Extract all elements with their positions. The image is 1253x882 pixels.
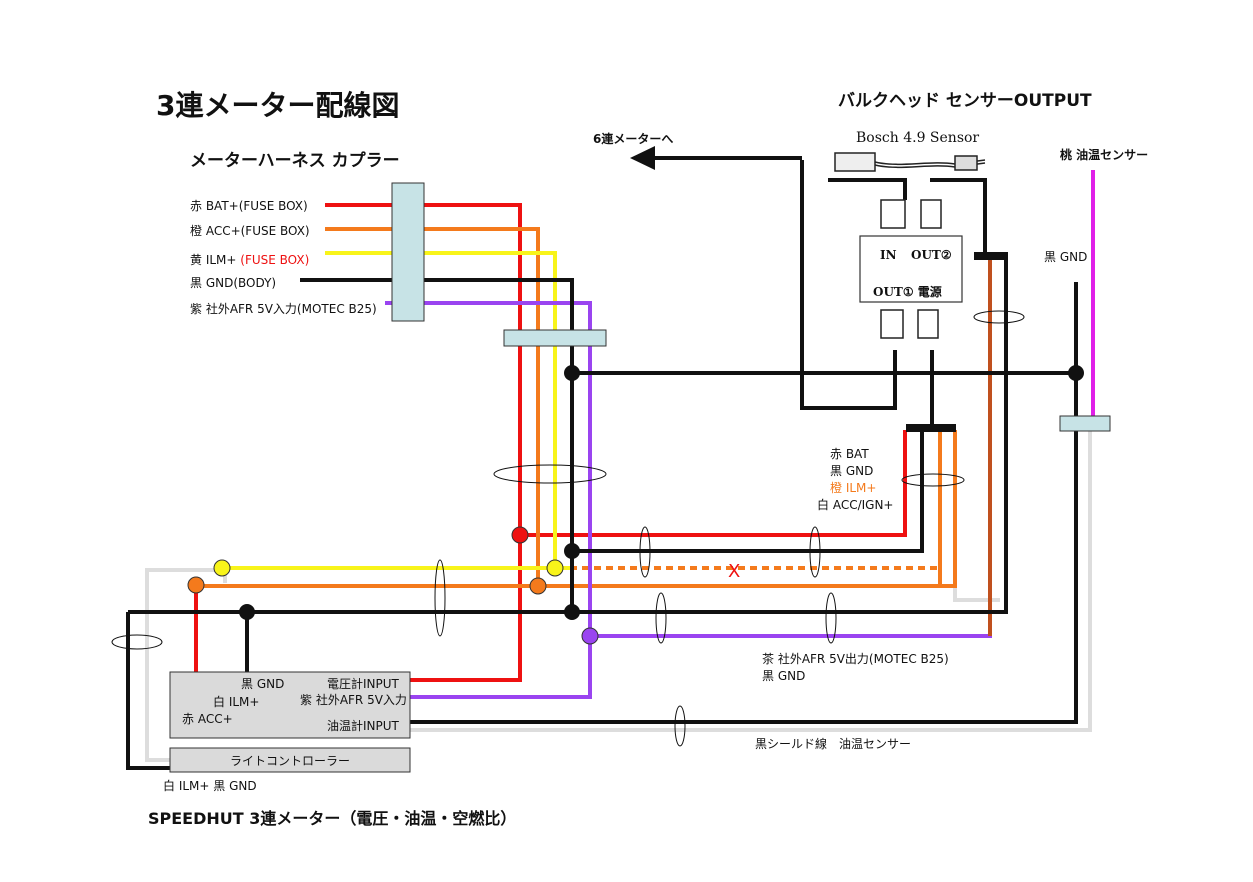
junction-dot	[564, 604, 580, 620]
bulkhead-title: バルクヘッド センサーOUTPUT	[838, 91, 1092, 111]
junction-dot	[529, 577, 547, 595]
junction-dots	[187, 365, 1084, 645]
harness-wire-label: 紫 社外AFR 5V入力(MOTEC B25)	[190, 302, 377, 316]
x-mark: X	[728, 561, 741, 582]
black-gnd-right-label: 黒 GND	[1044, 250, 1088, 264]
controller-out2-label: OUT②	[911, 248, 952, 262]
junction-dot	[511, 526, 529, 544]
oil-sensor-connector	[1059, 415, 1111, 432]
meter-gnd-label: 黒 GND	[241, 677, 285, 691]
harness-wire-label: 橙 ACC+(FUSE BOX)	[190, 224, 310, 238]
out1-wire-label: 赤 BAT	[830, 447, 869, 461]
light-controller-label: ライトコントローラー	[230, 754, 351, 768]
junction-dot	[213, 559, 231, 577]
junction-dot	[1068, 365, 1084, 381]
out1-wire-label: 黒 GND	[830, 464, 874, 478]
meter-acc-label: 赤 ACC+	[182, 712, 233, 726]
oil-input-label: 油温計INPUT	[327, 719, 399, 733]
junction-dot	[187, 576, 205, 594]
meter-ilm-label: 白 ILM+	[213, 695, 260, 709]
light-controller-box	[169, 747, 411, 773]
junction-dot	[581, 627, 599, 645]
out1-wire-label: 橙 ILM+	[830, 481, 877, 495]
junction-dot	[546, 559, 564, 577]
bundle-markers	[111, 310, 1025, 747]
purple-wires	[385, 280, 992, 699]
arrow-to-6gauge	[630, 146, 802, 170]
junction-dot	[239, 604, 255, 620]
peach-sensor-label: 桃 油温センサー	[1060, 148, 1149, 162]
afr-input-label: 紫 社外AFR 5V入力	[300, 693, 407, 707]
harness-wire-label: 黄 ILM+ (FUSE BOX)	[190, 253, 310, 267]
shield-wire-label: 黒シールド線 油温センサー	[755, 737, 912, 751]
bottom-wires-label: 白 ILM+ 黒 GND	[163, 779, 257, 793]
bosch-sensor-graphic	[834, 152, 986, 339]
meter-box	[169, 671, 411, 739]
footer-title: SPEEDHUT 3連メーター（電圧・油温・空燃比）	[148, 809, 517, 828]
page-title: 3連メーター配線図	[156, 89, 400, 122]
controller-in-label: IN	[880, 248, 897, 262]
harness-wire-label: 黒 GND(BODY)	[190, 276, 277, 290]
bosch-sensor-label: Bosch 4.9 Sensor	[856, 130, 980, 146]
harness-coupler	[391, 182, 425, 322]
mid-connector	[503, 329, 607, 347]
junction-dot	[564, 365, 580, 381]
harness-title: メーターハーネス カプラー	[190, 151, 400, 171]
controller-out1-label: OUT① 電源	[873, 285, 942, 299]
voltage-input-label: 電圧計INPUT	[327, 677, 399, 691]
controller-box	[859, 235, 963, 303]
afr-gnd-label: 黒 GND	[762, 669, 806, 683]
junction-dot	[564, 543, 580, 559]
to-6gauge-label: 6連メーターへ	[593, 132, 674, 146]
afr-out-label: 茶 社外AFR 5V出力(MOTEC B25)	[762, 652, 949, 666]
out1-wire-label: 白 ACC/IGN+	[817, 498, 894, 512]
harness-wire-label: 赤 BAT+(FUSE BOX)	[190, 199, 308, 213]
